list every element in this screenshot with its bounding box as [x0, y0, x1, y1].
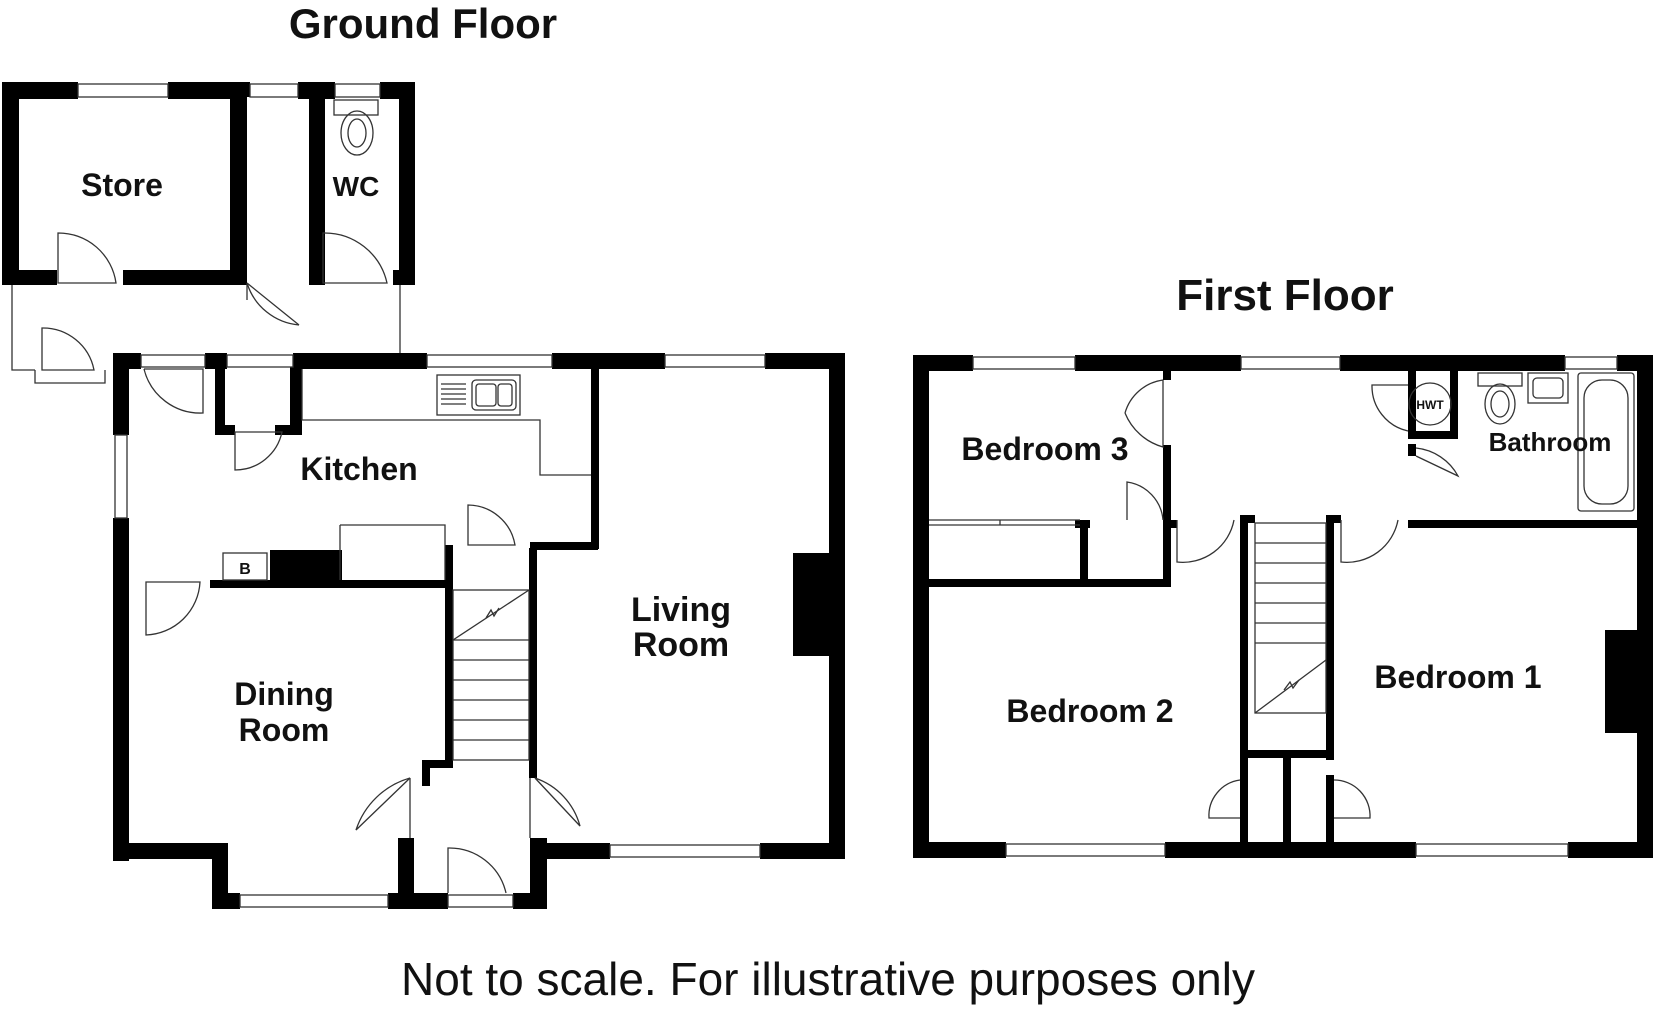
- ground-walls: [113, 353, 845, 909]
- hwt-label: HWT: [1416, 398, 1444, 412]
- ground-doors: [143, 368, 581, 908]
- first-staircase: [1254, 522, 1327, 714]
- ground-floor-title: Ground Floor: [289, 0, 557, 47]
- boiler-label: B: [239, 561, 251, 578]
- first-walls: [913, 355, 1653, 858]
- first-floor-title: First Floor: [1176, 271, 1394, 320]
- first-doors: [929, 379, 1460, 819]
- scale-disclaimer: Not to scale. For illustrative purposes …: [401, 953, 1255, 1005]
- hot-water-tank-icon: [1408, 382, 1452, 426]
- basin-icon: [1527, 372, 1569, 404]
- bathroom-fittings: [1477, 372, 1635, 512]
- living-room-label-line1: Living: [631, 591, 731, 629]
- wc-label: WC: [333, 171, 380, 202]
- bedroom3-label: Bedroom 3: [961, 431, 1128, 467]
- dining-room-label-line2: Room: [239, 712, 330, 748]
- bedroom2-label: Bedroom 2: [1006, 693, 1173, 729]
- outbuilding-walls: [2, 82, 415, 285]
- store-label: Store: [81, 167, 163, 203]
- first-windows: [972, 356, 1618, 857]
- bathroom-label: Bathroom: [1489, 427, 1612, 457]
- sink-icon: [441, 379, 517, 411]
- outbuilding-doors: [11, 232, 401, 384]
- ground-windows: [114, 354, 766, 908]
- living-room-label-line2: Room: [633, 626, 729, 664]
- kitchen-label: Kitchen: [300, 451, 417, 487]
- ground-staircase: [452, 589, 530, 761]
- kitchen-fittings: [222, 369, 591, 581]
- boiler-icon: [222, 552, 268, 581]
- outbuilding-windows: [77, 83, 381, 98]
- wc-toilet-icon: [333, 99, 379, 156]
- bath-icon: [1577, 372, 1635, 512]
- bedroom1-label: Bedroom 1: [1374, 659, 1541, 695]
- dining-room-label-line1: Dining: [234, 676, 334, 712]
